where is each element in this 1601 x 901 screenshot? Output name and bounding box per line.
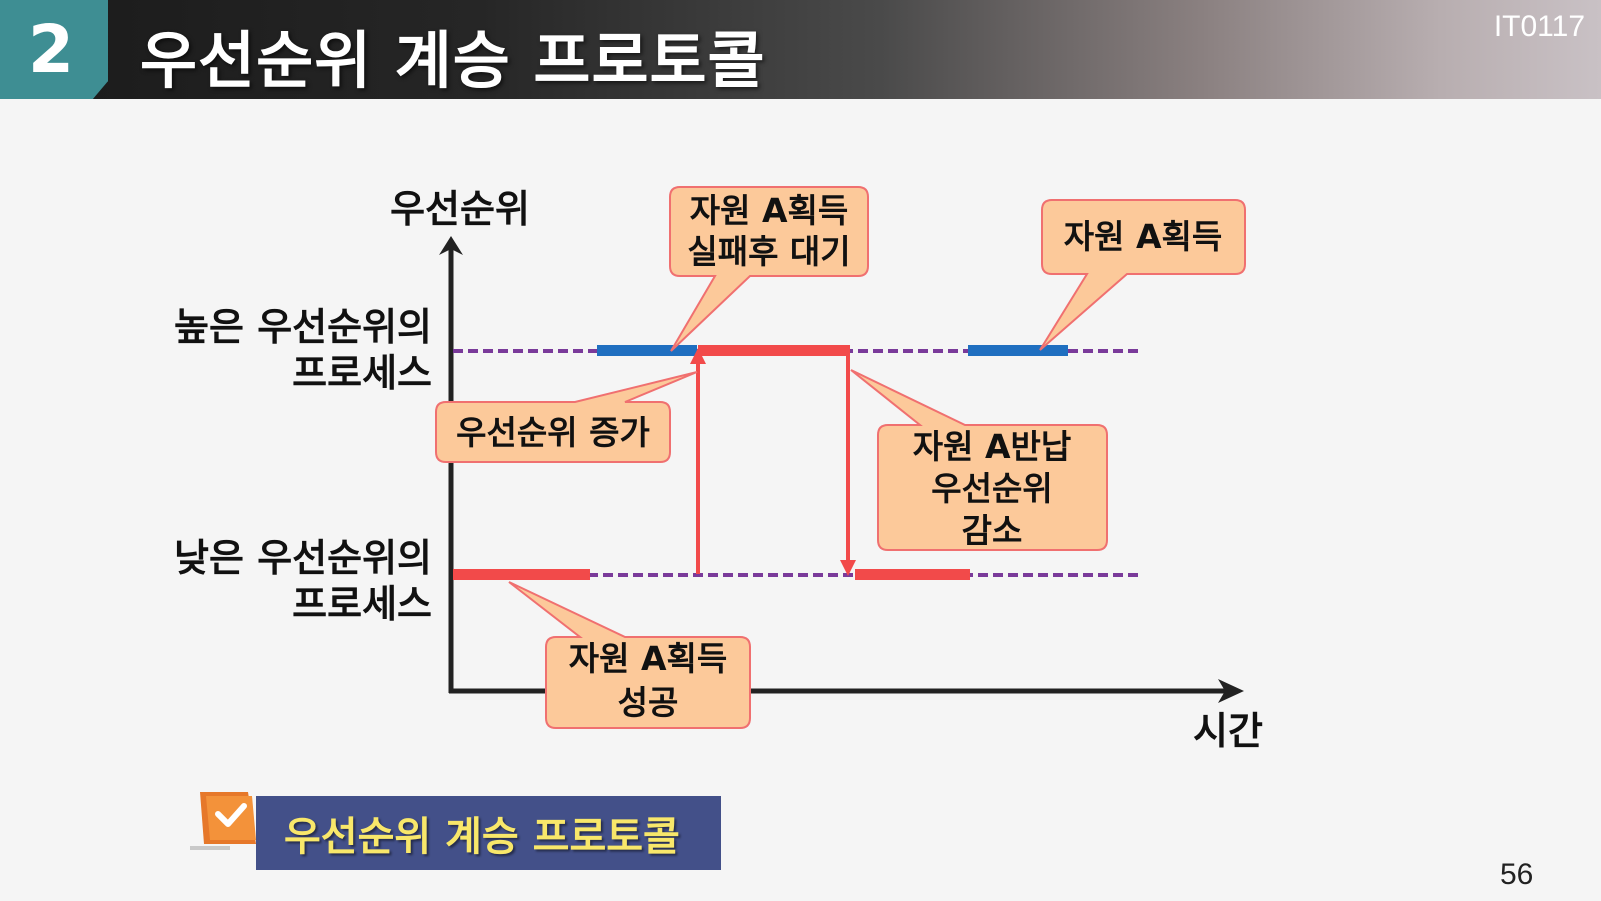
section-number: 2: [0, 0, 108, 99]
high-process-bar-2: [968, 345, 1068, 356]
low-process-bar-2: [855, 569, 970, 580]
page-number: 56: [1500, 858, 1534, 891]
high-process-label-line2: 프로세스: [292, 351, 432, 395]
low-process-label-line2: 프로세스: [292, 582, 432, 626]
inherited-priority-bar: [698, 345, 850, 356]
footer-title: 우선순위 계승 프로토콜: [284, 814, 680, 860]
callout-acquire-high-line1: 자원 A획득: [1064, 217, 1222, 256]
priority-raise-arrow-head-icon: [690, 348, 706, 364]
high-process-label-line1: 높은 우선순위의: [174, 305, 432, 349]
callout-release-line3: 감소: [962, 511, 1023, 550]
low-process-label-line1: 낮은 우선순위의: [174, 536, 432, 580]
x-axis-label: 시간: [1193, 709, 1263, 753]
page-title: 우선순위 계승 프로토콜: [140, 24, 766, 97]
high-process-bar-1: [597, 345, 697, 356]
callout-acquire-high: 자원 A획득: [1039, 199, 1246, 351]
callout-release-line2: 우선순위: [931, 469, 1052, 508]
callout-acquire-low-line2: 성공: [618, 683, 679, 722]
slide-header: 2 우선순위 계승 프로토콜 IT0117: [0, 0, 1601, 99]
callout-acquire-low: 자원 A획득 성공: [508, 581, 751, 729]
callout-raise-line1: 우선순위 증가: [456, 413, 650, 452]
priority-lower-arrow-head-icon: [840, 560, 856, 576]
callout-wait-line2: 실패후 대기: [687, 232, 850, 271]
checkmark-icon: [190, 792, 256, 850]
y-axis-label: 우선순위: [390, 187, 530, 231]
y-axis-arrow-icon: [439, 236, 463, 255]
callout-release: 자원 A반납 우선순위 감소: [850, 369, 1108, 551]
course-code: IT0117: [1493, 10, 1585, 43]
callout-acquire-low-line1: 자원 A획득: [569, 639, 727, 678]
callout-wait-line1: 자원 A획득: [690, 191, 848, 230]
footer-title-box: 우선순위 계승 프로토콜: [256, 796, 721, 870]
callout-release-line1: 자원 A반납: [913, 427, 1071, 466]
x-axis-arrow-icon: [1218, 679, 1244, 703]
callout-raise: 우선순위 증가: [435, 371, 698, 463]
callout-wait: 자원 A획득 실패후 대기: [669, 186, 869, 352]
low-process-bar-1: [453, 569, 590, 580]
